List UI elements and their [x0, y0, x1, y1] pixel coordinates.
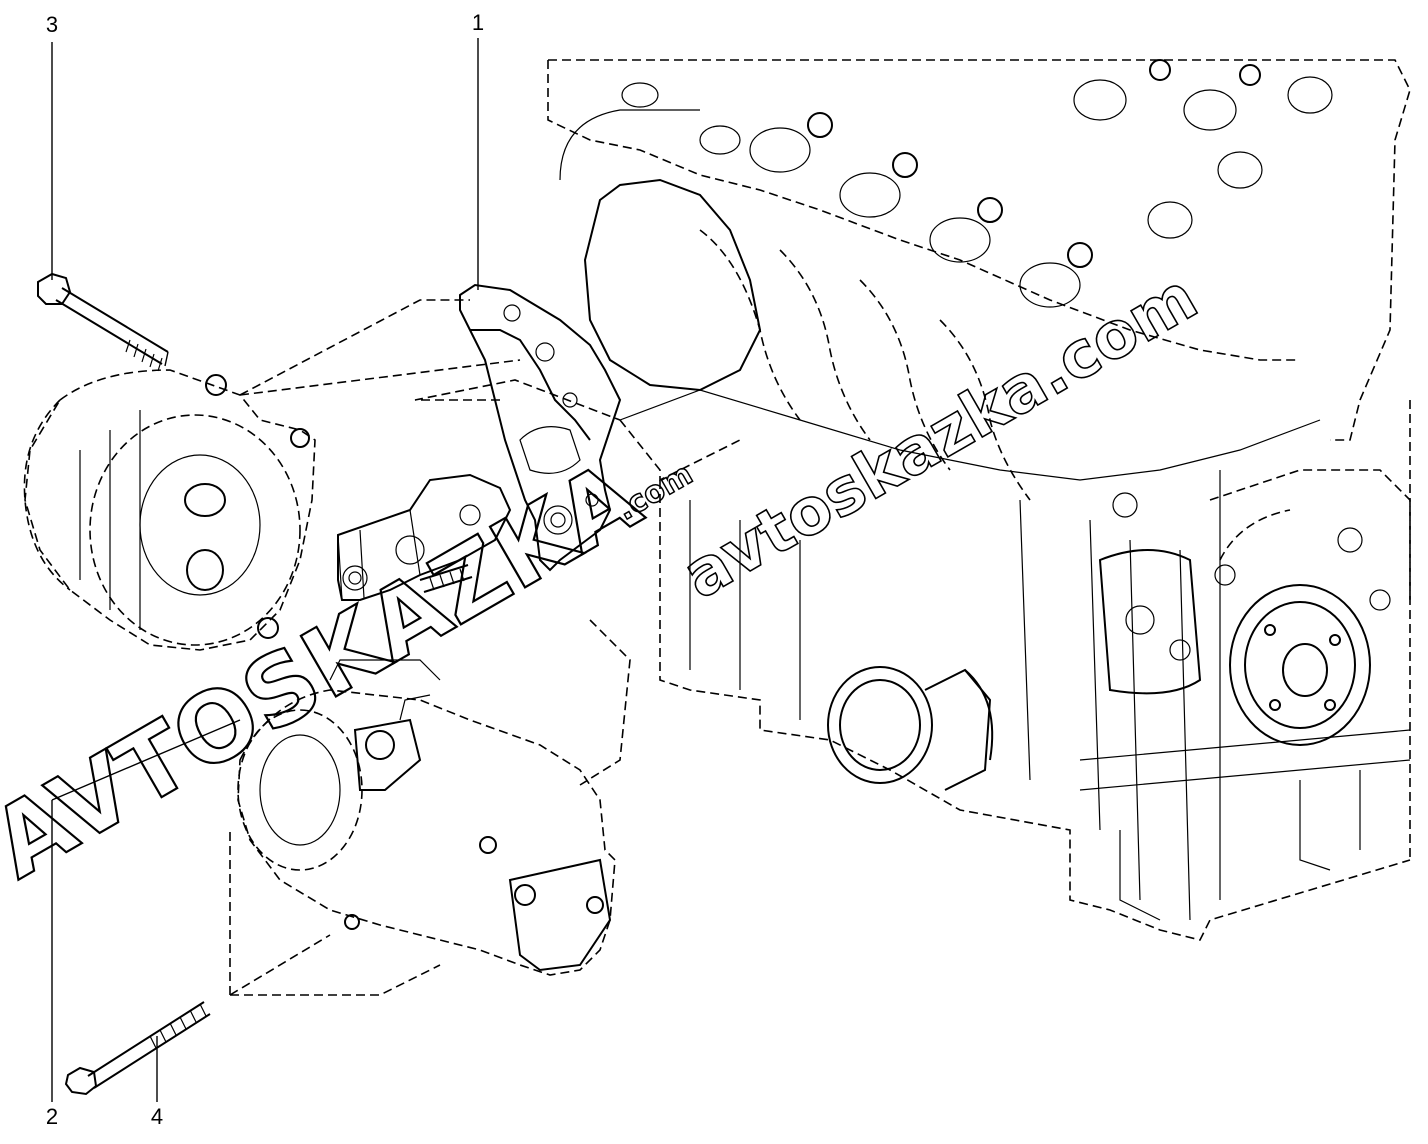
crankshaft-pulley: [1229, 584, 1371, 746]
watermark-suffix: .com: [611, 457, 699, 528]
watermark-diagonal: avtoskazka.com: [670, 259, 1210, 614]
callout-4[interactable]: 4: [151, 1104, 163, 1129]
callout-2[interactable]: 2: [46, 1104, 58, 1129]
ac-compressor[interactable]: [237, 659, 616, 976]
watermark-diagonal-text: avtoskazka.com: [671, 260, 1210, 614]
mounting-bracket[interactable]: [459, 283, 622, 572]
leader-2-bend: [51, 719, 241, 801]
alternator[interactable]: [23, 369, 316, 651]
callout-3[interactable]: 3: [46, 12, 58, 37]
bolt-4[interactable]: [64, 1001, 211, 1096]
watermark: AVTOSKAZKA .com: [0, 439, 700, 901]
bolt-3[interactable]: [37, 272, 169, 372]
watermark-text: AVTOSKAZKA: [0, 440, 658, 900]
engine-block: [547, 59, 1411, 941]
tensioner-module[interactable]: [337, 473, 512, 601]
callout-leaders: [51, 38, 479, 1102]
assembly-leader-lines: [229, 299, 741, 996]
callout-1[interactable]: 1: [472, 10, 484, 35]
oil-filter: [827, 666, 994, 791]
